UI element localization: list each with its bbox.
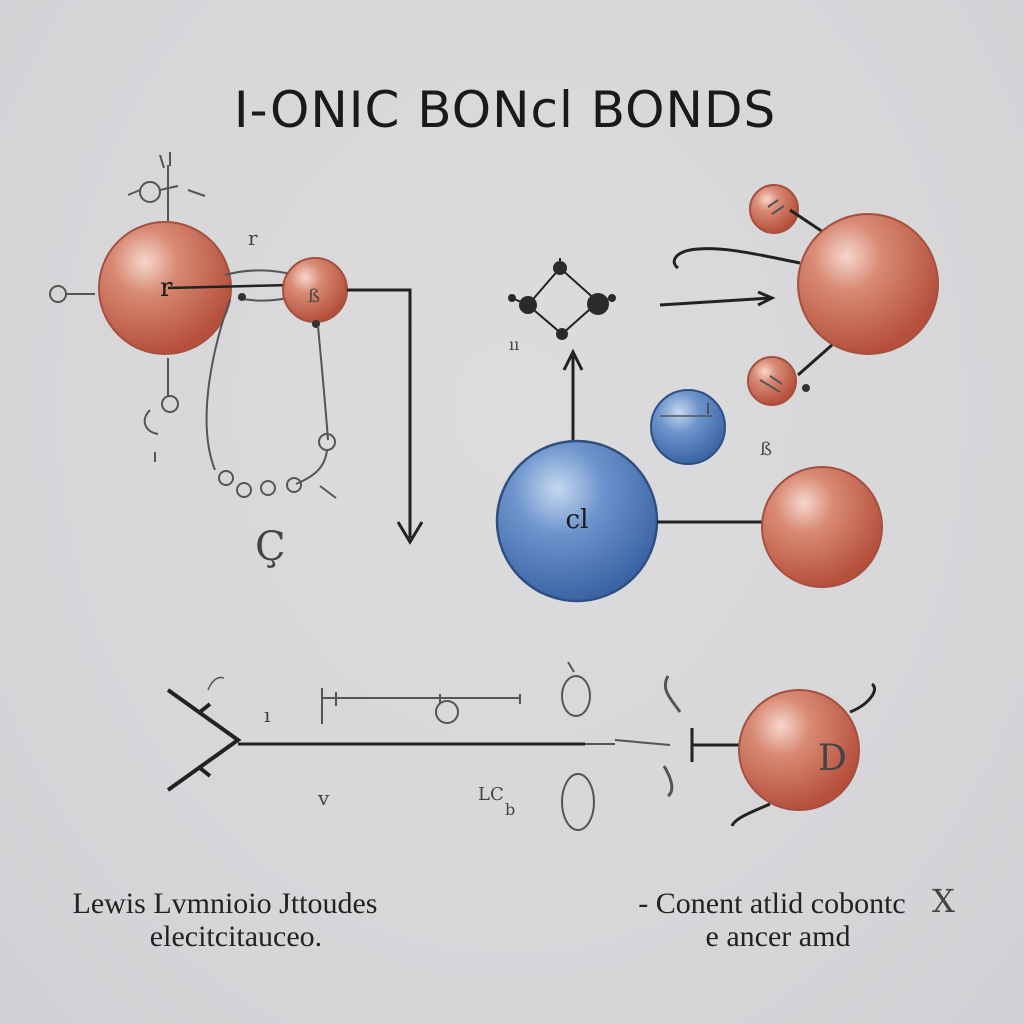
right-caption-line1: - Conent atlid cobontc (638, 887, 905, 920)
bottom-row: ı v LC b D (166, 661, 876, 831)
ring-mark (139, 181, 161, 203)
scribble-lc: LC (478, 784, 504, 805)
center-atoms: cl l ß (495, 389, 883, 603)
bottom-red-atom (738, 689, 860, 811)
right-top-small-atom (749, 184, 799, 234)
small-blue-atom (650, 389, 726, 465)
scribble-b: b (505, 800, 515, 819)
scribble-v: v (317, 786, 330, 810)
right-bottom-small-atom (747, 356, 797, 406)
captions: Lewis Lvmnioio Jttoudes elecitcitauceo. … (73, 882, 955, 953)
right-red-atom (761, 466, 883, 588)
left-caption-line1: Lewis Lvmnioio Jttoudes (73, 887, 378, 920)
scribble-r: r (248, 226, 258, 250)
large-red-atom-label: r (160, 273, 173, 303)
right-cluster (659, 184, 939, 406)
diagram-title: I-ONIC BONcl BONDS (234, 81, 776, 139)
right-large-atom (797, 213, 939, 355)
left-cluster: r r ß Ç (49, 152, 424, 570)
small-blue-atom-label: l (706, 402, 710, 418)
bottom-red-atom-label: D (818, 738, 847, 779)
molecule-label: ıı (509, 335, 519, 354)
large-red-atom (98, 221, 232, 355)
right-caption-line2: e ancer amd (706, 920, 851, 953)
center-molecule: ıı (508, 258, 616, 442)
right-caption-mark: X (932, 882, 955, 920)
left-caption-line2: elecitcitauceo. (150, 920, 322, 953)
small-red-atom-label: ß (308, 286, 320, 307)
scribble-left-bottom: Ç (255, 524, 286, 570)
large-blue-atom-label: cl (566, 505, 589, 535)
scribble-right-small: ß (760, 439, 772, 460)
scribble-ipsilon: ı (264, 703, 270, 727)
